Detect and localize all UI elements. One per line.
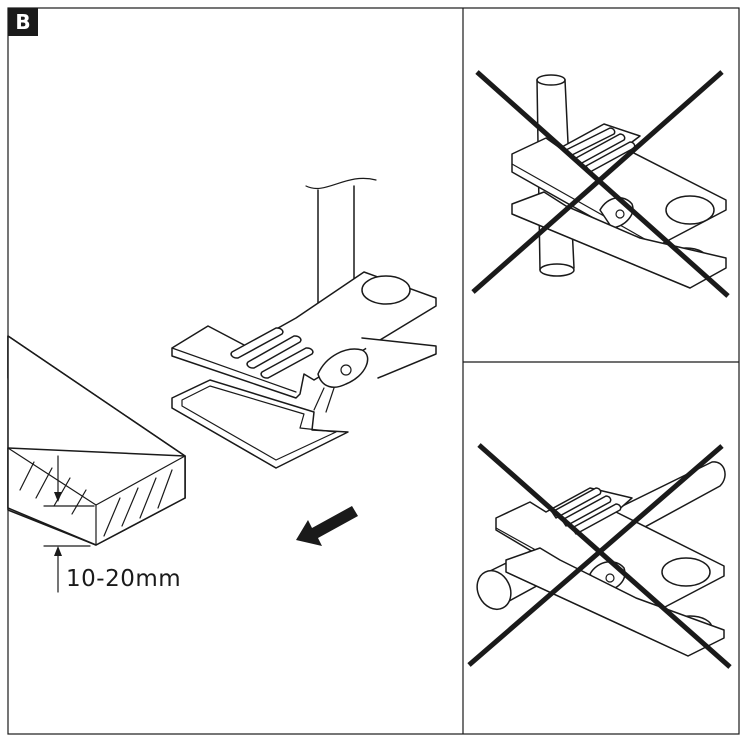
- board-hatching: [19, 461, 173, 537]
- direction-arrow: [296, 506, 358, 546]
- thickness-dimension: [43, 455, 95, 593]
- main-panel: [7, 177, 437, 593]
- wrong-panel-top: [471, 70, 730, 298]
- wood-board: [7, 335, 186, 546]
- bottom-right-cross: [467, 443, 732, 669]
- clip-spring: [313, 337, 437, 413]
- figure-label: B: [8, 8, 38, 36]
- clip-slots: [230, 327, 314, 379]
- clip-top-jaw: [171, 271, 437, 399]
- bottom-right-clip-bottom: [505, 547, 725, 657]
- clip-bottom-jaw: [171, 379, 349, 469]
- thickness-label: 10-20mm: [66, 566, 182, 592]
- top-right-clip-bottom: [511, 191, 727, 289]
- top-right-clip-top: [511, 123, 727, 251]
- wrong-panel-bottom: [467, 443, 732, 669]
- top-right-cross: [471, 70, 730, 298]
